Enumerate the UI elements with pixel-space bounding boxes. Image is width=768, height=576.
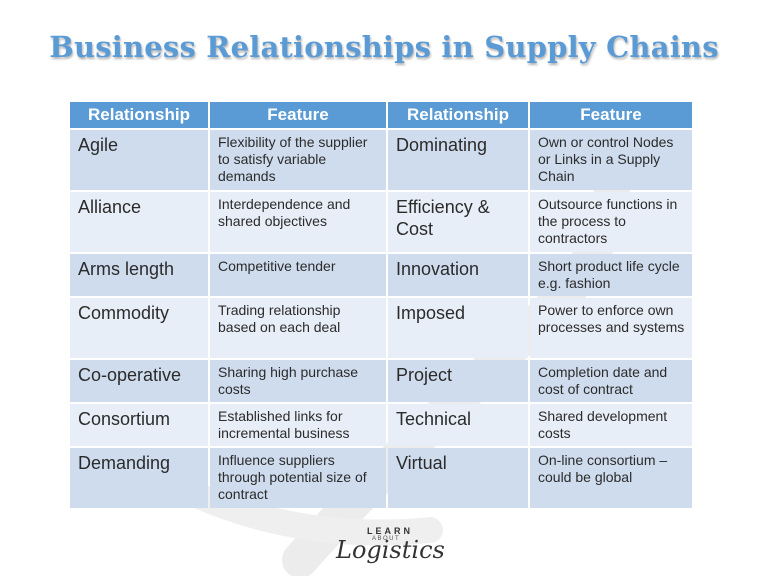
relationship-cell: Virtual (388, 448, 528, 508)
table-row: Arms length Competitive tender Innovatio… (70, 254, 692, 296)
feature-cell: Interdependence and shared objectives (210, 192, 386, 252)
feature-cell: Own or control Nodes or Links in a Suppl… (530, 130, 692, 190)
feature-cell: Short product life cycle e.g. fashion (530, 254, 692, 296)
logo-learn-text: LEARN (367, 526, 413, 536)
relationship-cell: Project (388, 360, 528, 402)
logo-about-text: ABOUT (372, 536, 401, 542)
relationships-table: Relationship Feature Relationship Featur… (68, 100, 694, 510)
relationship-cell: Imposed (388, 298, 528, 358)
table-row: Co-operative Sharing high purchase costs… (70, 360, 692, 402)
relationship-cell: Efficiency & Cost (388, 192, 528, 252)
feature-cell: Sharing high purchase costs (210, 360, 386, 402)
relationship-cell: Alliance (70, 192, 208, 252)
table-row: Consortium Established links for increme… (70, 404, 692, 446)
table-header-row: Relationship Feature Relationship Featur… (70, 102, 692, 128)
relationship-cell: Dominating (388, 130, 528, 190)
column-header-relationship: Relationship (70, 102, 208, 128)
relationship-cell: Commodity (70, 298, 208, 358)
feature-cell: Trading relationship based on each deal (210, 298, 386, 358)
relationship-cell: Agile (70, 130, 208, 190)
table-row: Commodity Trading relationship based on … (70, 298, 692, 358)
column-header-feature: Feature (530, 102, 692, 128)
relationship-cell: Technical (388, 404, 528, 446)
column-header-relationship: Relationship (388, 102, 528, 128)
feature-cell: Influence suppliers through potential si… (210, 448, 386, 508)
feature-cell: Established links for incremental busine… (210, 404, 386, 446)
logo-logistics-text: Logistics (336, 536, 445, 564)
relationship-cell: Co-operative (70, 360, 208, 402)
feature-cell: Outsource functions in the process to co… (530, 192, 692, 252)
feature-cell: Competitive tender (210, 254, 386, 296)
relationship-cell: Demanding (70, 448, 208, 508)
relationship-cell: Consortium (70, 404, 208, 446)
feature-cell: Shared development costs (530, 404, 692, 446)
table-row: Agile Flexibility of the supplier to sat… (70, 130, 692, 190)
page-title: Business Relationships in Supply Chains (49, 30, 719, 64)
table-row: Demanding Influence suppliers through po… (70, 448, 692, 508)
table-row: Alliance Interdependence and shared obje… (70, 192, 692, 252)
feature-cell: On-line consortium – could be global (530, 448, 692, 508)
feature-cell: Flexibility of the supplier to satisfy v… (210, 130, 386, 190)
relationship-cell: Arms length (70, 254, 208, 296)
feature-cell: Power to enforce own processes and syste… (530, 298, 692, 358)
feature-cell: Completion date and cost of contract (530, 360, 692, 402)
column-header-feature: Feature (210, 102, 386, 128)
learn-about-logistics-logo: LEARN ABOUT Logistics (330, 522, 445, 572)
relationship-cell: Innovation (388, 254, 528, 296)
